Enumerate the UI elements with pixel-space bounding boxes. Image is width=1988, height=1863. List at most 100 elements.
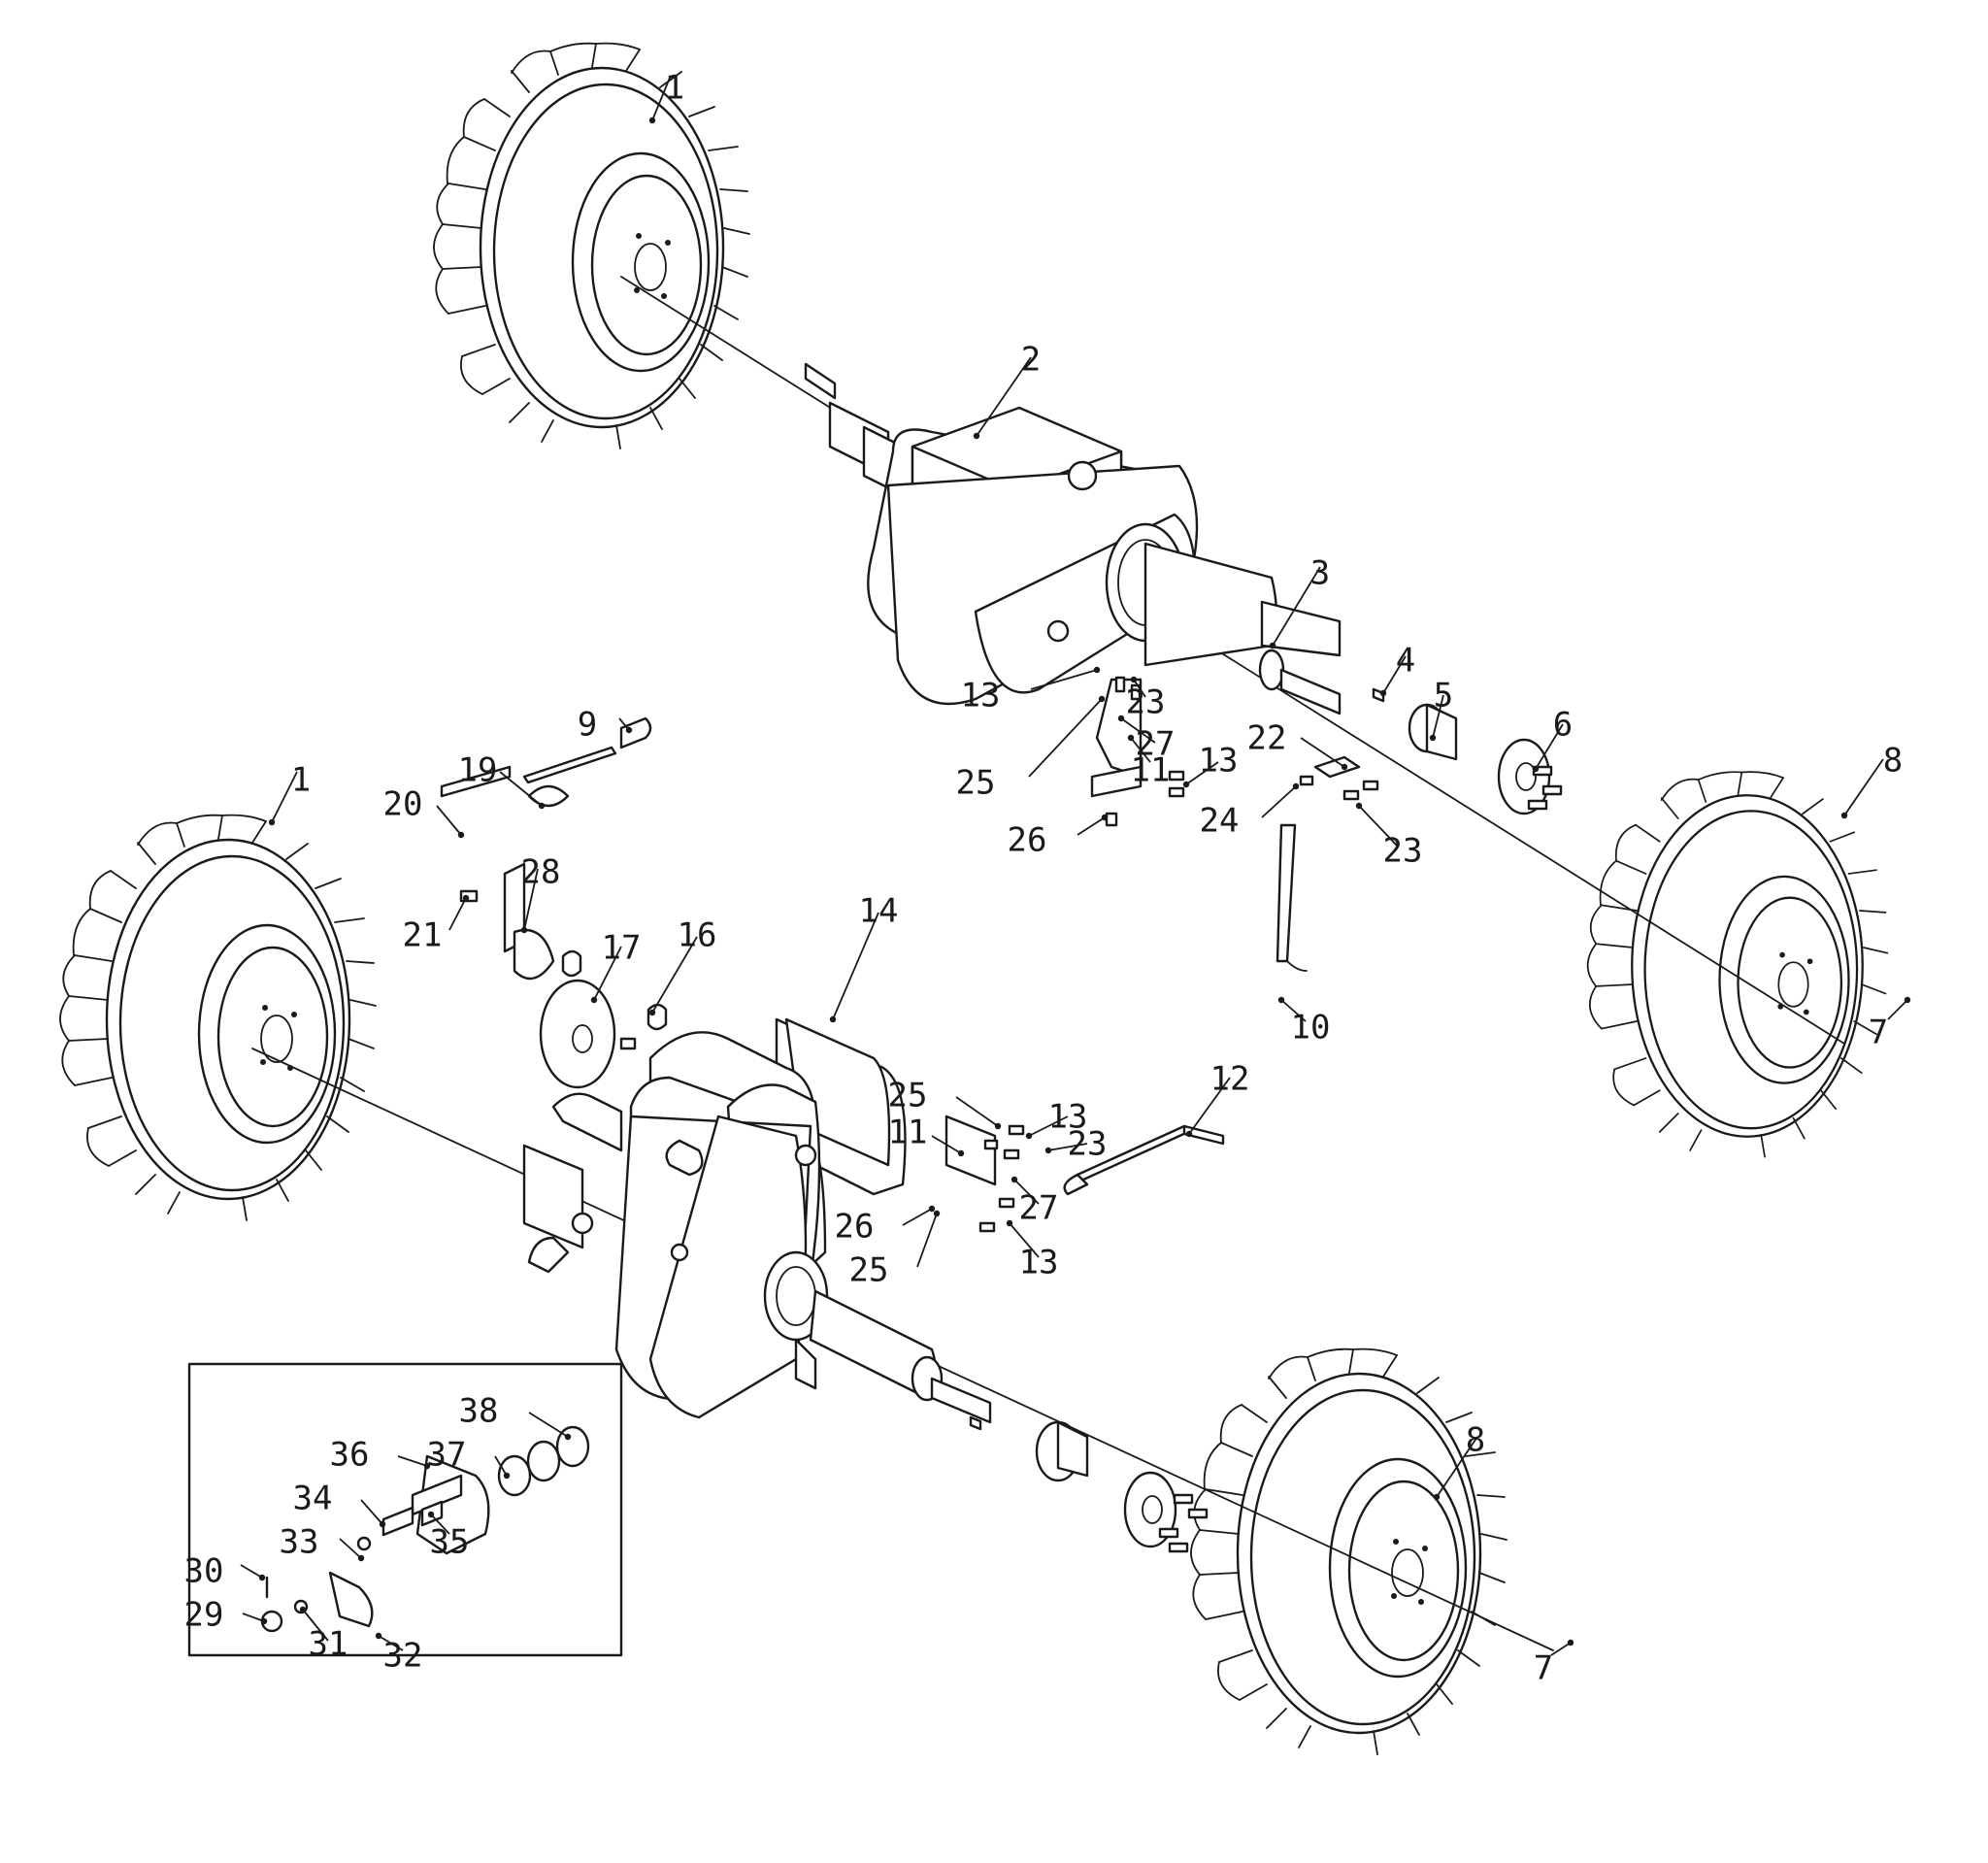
leader-dot <box>1117 715 1125 722</box>
leader-line <box>1550 1642 1572 1656</box>
callout-number: 35 <box>430 1523 470 1562</box>
transmission-top <box>804 362 1342 715</box>
leader-dot <box>1379 689 1387 697</box>
leader-dot <box>1098 695 1106 703</box>
callout-23: 23 <box>1355 802 1423 871</box>
callout-34: 34 <box>293 1480 386 1528</box>
clutch-and-lever-parts <box>440 716 1225 1233</box>
leader-line <box>902 1208 933 1226</box>
leader-dot <box>933 1210 941 1217</box>
callout-7: 7 <box>1869 996 1911 1052</box>
leader-dot <box>625 726 633 734</box>
callout-number: 26 <box>1008 821 1047 860</box>
callout-4: 4 <box>1379 642 1415 697</box>
leader-dot <box>1840 812 1848 819</box>
tire-bottom-left <box>58 814 378 1222</box>
leader-line <box>1300 737 1345 768</box>
leader-dot <box>375 1632 382 1640</box>
callout-number: 23 <box>1068 1125 1108 1164</box>
leader-line <box>1535 723 1564 770</box>
leader-dot <box>260 1617 268 1625</box>
callout-number: 34 <box>293 1480 333 1518</box>
leader-dot <box>590 996 598 1004</box>
leader-line <box>955 1096 999 1127</box>
leader-line <box>1030 669 1098 690</box>
leader-line <box>832 912 879 1020</box>
tire-bottom-right <box>1189 1347 1508 1756</box>
leader-dot <box>1011 1176 1018 1183</box>
callout-number: 24 <box>1200 802 1240 841</box>
leader-line <box>339 1538 362 1559</box>
leader-dot <box>1025 1132 1033 1140</box>
callout-1: 1 <box>268 761 311 826</box>
leader-line <box>1120 717 1156 744</box>
leader-dot <box>268 818 276 826</box>
callout-number: 23 <box>1383 832 1423 871</box>
callout-number: 21 <box>403 916 443 955</box>
leader-line <box>1436 1436 1478 1498</box>
callout-20: 20 <box>383 785 465 839</box>
leader-dot <box>1433 1493 1441 1501</box>
leader-line <box>1261 785 1297 818</box>
callout-17: 17 <box>590 929 641 1004</box>
leader-dot <box>564 1433 572 1441</box>
callout-27: 27 <box>1011 1176 1058 1228</box>
leader-dot <box>648 1009 656 1016</box>
leader-line <box>302 1609 329 1642</box>
leader-line <box>1358 805 1399 848</box>
callout-19: 19 <box>458 751 546 810</box>
callout-23: 23 <box>1126 676 1166 722</box>
callout-8: 8 <box>1840 742 1903 819</box>
callout-25: 25 <box>849 1210 941 1290</box>
callout-37: 37 <box>427 1436 511 1480</box>
leader-dot <box>1006 1219 1013 1227</box>
leader-line <box>1130 737 1151 763</box>
callout-number: 14 <box>859 892 899 931</box>
leader-line <box>1382 655 1407 694</box>
transmission-bottom <box>522 1017 1209 1553</box>
callout-33: 33 <box>280 1523 365 1562</box>
leader-line <box>436 805 462 836</box>
callout-number: 16 <box>678 916 717 955</box>
leader-line <box>397 1455 428 1467</box>
leader-dot <box>928 1205 936 1213</box>
callout-number: 8 <box>1883 742 1903 781</box>
callout-number: 23 <box>1126 683 1166 722</box>
callout-number: 13 <box>961 677 1001 715</box>
leader-line <box>1843 758 1884 816</box>
callout-layer: 1123456778891011111213131313141617192021… <box>184 69 1911 1688</box>
leader-line <box>976 356 1032 437</box>
callout-1: 1 <box>648 69 684 124</box>
leader-dot <box>1429 734 1437 742</box>
callout-13: 13 <box>1182 742 1239 788</box>
leader-dot <box>829 1015 837 1023</box>
callout-number: 30 <box>184 1552 224 1591</box>
callout-16: 16 <box>648 916 717 1016</box>
leader-line <box>240 1564 263 1579</box>
leader-line <box>593 946 622 1001</box>
callout-13: 13 <box>1025 1098 1087 1140</box>
leader-dot <box>1185 1130 1193 1138</box>
leader-dot <box>1182 781 1190 788</box>
callout-number: 9 <box>578 706 597 745</box>
leader-line <box>378 1635 404 1651</box>
callout-number: 26 <box>835 1208 875 1247</box>
callout-number: 6 <box>1553 706 1573 745</box>
leader-dot <box>1567 1639 1574 1647</box>
leader-line <box>651 77 671 121</box>
callout-number: 3 <box>1310 554 1330 593</box>
leader-dot <box>1044 1147 1052 1154</box>
leader-line <box>916 1213 938 1268</box>
callout-7: 7 <box>1534 1639 1574 1688</box>
callout-number: 38 <box>459 1392 499 1431</box>
leader-dot <box>1130 676 1138 683</box>
leader-dot <box>379 1520 386 1528</box>
callout-number: 1 <box>291 761 311 800</box>
callout-2: 2 <box>973 341 1041 440</box>
callout-24: 24 <box>1200 782 1300 841</box>
callout-number: 13 <box>1199 742 1239 781</box>
leader-dot <box>357 1554 365 1562</box>
callout-5: 5 <box>1429 677 1453 742</box>
leader-line <box>1432 694 1444 739</box>
leader-line <box>1009 1222 1040 1258</box>
